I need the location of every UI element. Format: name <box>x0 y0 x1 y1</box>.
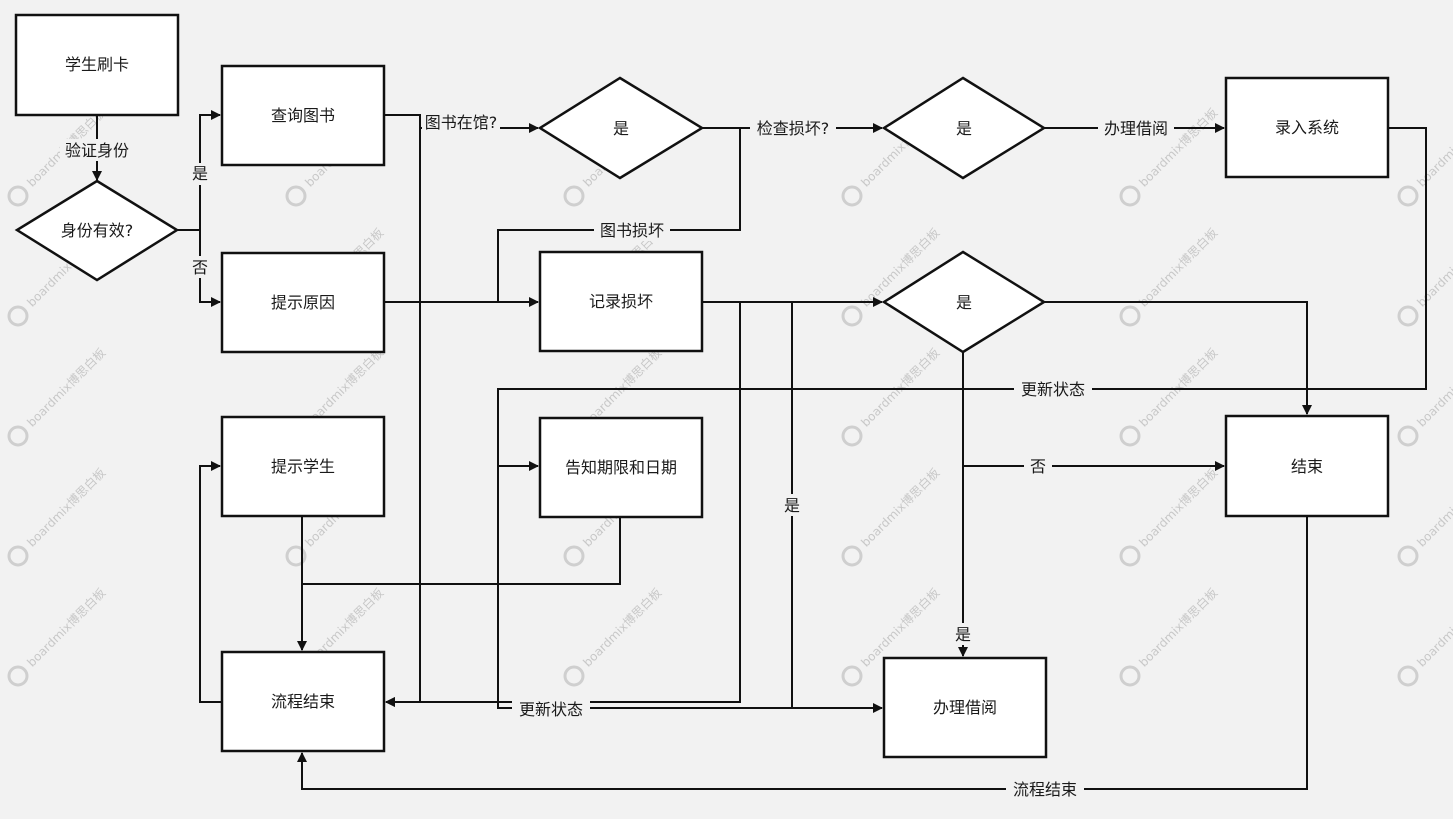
edge-label-yes-middle: 是 <box>784 496 800 515</box>
node-show-reason[interactable]: 提示原因 <box>220 251 386 354</box>
edge-query-trunk <box>385 115 421 707</box>
watermark: boardmix博思白板 <box>841 345 943 447</box>
node-label: 结束 <box>1291 457 1323 476</box>
edge-label-yes-top: 是 <box>192 164 208 183</box>
node-swipe-card[interactable]: 学生刷卡 <box>14 13 180 117</box>
watermark: boardmix博思白板 <box>1119 225 1221 327</box>
node-label: 告知期限和日期 <box>565 458 677 477</box>
node-identity-valid[interactable]: 身份有效? <box>14 179 180 282</box>
connectors <box>92 110 1427 790</box>
node-label: 流程结束 <box>271 692 335 711</box>
watermark: boardmix博思白板 <box>7 585 109 687</box>
edge-end-loop <box>199 461 222 703</box>
node-prompt-student[interactable]: 提示学生 <box>220 415 386 518</box>
svg-text:boardmix博思白板: boardmix博思白板 <box>1414 105 1453 190</box>
watermark: boardmix博思白板 <box>1397 585 1453 687</box>
edge-to-query <box>199 110 221 230</box>
node-damage-decision[interactable]: 是 <box>881 250 1047 354</box>
watermark: boardmix博思白板 <box>1397 105 1453 207</box>
edge-label-verify-identity: 验证身份 <box>65 141 129 160</box>
edge-diamond-to-end <box>1044 301 1312 415</box>
node-label: 是 <box>956 119 972 138</box>
svg-text:boardmix博思白板: boardmix博思白板 <box>24 585 109 670</box>
svg-text:boardmix博思白板: boardmix博思白板 <box>1136 225 1221 310</box>
edge-damage-to-end <box>385 302 741 707</box>
node-label: 录入系统 <box>1275 118 1339 137</box>
edge-label-update-status-bottom: 更新状态 <box>519 700 583 719</box>
svg-text:boardmix博思白板: boardmix博思白板 <box>1414 465 1453 550</box>
node-label: 是 <box>956 293 972 312</box>
edge-update-status <box>497 127 1427 471</box>
node-check-damage-decision[interactable]: 是 <box>881 76 1047 180</box>
edge-label-yes-bottom: 是 <box>955 625 971 644</box>
watermark: boardmix博思白板 <box>1119 585 1221 687</box>
svg-text:boardmix博思白板: boardmix博思白板 <box>1136 585 1221 670</box>
svg-text:boardmix博思白板: boardmix博思白板 <box>24 345 109 430</box>
edge-to-reason <box>199 230 221 307</box>
edge-label-no-middle: 否 <box>1030 457 1046 476</box>
node-query-book[interactable]: 查询图书 <box>220 64 386 167</box>
svg-text:boardmix博思白板: boardmix博思白板 <box>1136 345 1221 430</box>
node-in-library-decision[interactable]: 是 <box>537 76 705 180</box>
node-label: 学生刷卡 <box>65 55 129 74</box>
edge-inform-to-end <box>302 517 621 585</box>
watermark: boardmix博思白板 <box>841 465 943 567</box>
edge-damage-yes-to-borrow <box>791 302 883 713</box>
node-label: 提示学生 <box>271 457 335 476</box>
svg-text:boardmix博思白板: boardmix博思白板 <box>858 345 943 430</box>
watermark: boardmix博思白板 <box>1397 225 1453 327</box>
node-inform-period[interactable]: 告知期限和日期 <box>538 416 704 519</box>
node-process-end[interactable]: 流程结束 <box>220 650 386 753</box>
edge-end-to-process-end <box>297 517 1308 790</box>
watermark: boardmix博思白板 <box>7 345 109 447</box>
watermark: boardmix博思白板 <box>1119 465 1221 567</box>
node-record-system[interactable]: 录入系统 <box>1224 76 1390 179</box>
edge-label-borrow: 办理借阅 <box>1104 119 1168 138</box>
node-label: 身份有效? <box>61 221 134 240</box>
watermark: boardmix博思白板 <box>563 585 665 687</box>
watermark: boardmix博思白板 <box>7 465 109 567</box>
edge-labels: 验证身份 是 否 图书在馆? 检查损坏? 办理借阅 图书损坏 更新状态 否 是 … <box>60 110 1174 800</box>
watermark: boardmix博思白板 <box>1397 465 1453 567</box>
watermark-layer: boardmix博思白板 boardmix博思白板 boardmix博思白板 boar… <box>7 105 1453 687</box>
svg-text:boardmix博思白板: boardmix博思白板 <box>24 465 109 550</box>
node-label: 记录损坏 <box>589 292 653 311</box>
node-label: 办理借阅 <box>933 698 997 717</box>
svg-text:boardmix博思白板: boardmix博思白板 <box>1414 585 1453 670</box>
edge-label-process-end: 流程结束 <box>1013 780 1077 799</box>
watermark: boardmix博思白板 <box>1119 345 1221 447</box>
svg-text:boardmix博思白板: boardmix博思白板 <box>858 465 943 550</box>
edge-update-status-bottom <box>497 466 882 709</box>
node-end[interactable]: 结束 <box>1224 414 1390 518</box>
edge-label-book-damaged: 图书损坏 <box>600 221 664 240</box>
node-label: 提示原因 <box>271 293 335 312</box>
edge-label-book-in-library: 图书在馆? <box>425 113 498 132</box>
node-label: 是 <box>613 119 629 138</box>
node-record-damage[interactable]: 记录损坏 <box>538 250 704 353</box>
node-do-borrow[interactable]: 办理借阅 <box>882 656 1048 759</box>
svg-text:boardmix博思白板: boardmix博思白板 <box>1136 465 1221 550</box>
svg-text:boardmix博思白板: boardmix博思白板 <box>580 585 665 670</box>
edge-label-check-damage: 检查损坏? <box>757 119 830 138</box>
svg-text:boardmix博思白板: boardmix博思白板 <box>1414 345 1453 430</box>
edge-label-no-side: 否 <box>192 258 208 277</box>
node-label: 查询图书 <box>271 106 335 125</box>
svg-text:boardmix博思白板: boardmix博思白板 <box>1414 225 1453 310</box>
watermark: boardmix博思白板 <box>1397 345 1453 447</box>
edge-label-update-status-top: 更新状态 <box>1021 380 1085 399</box>
